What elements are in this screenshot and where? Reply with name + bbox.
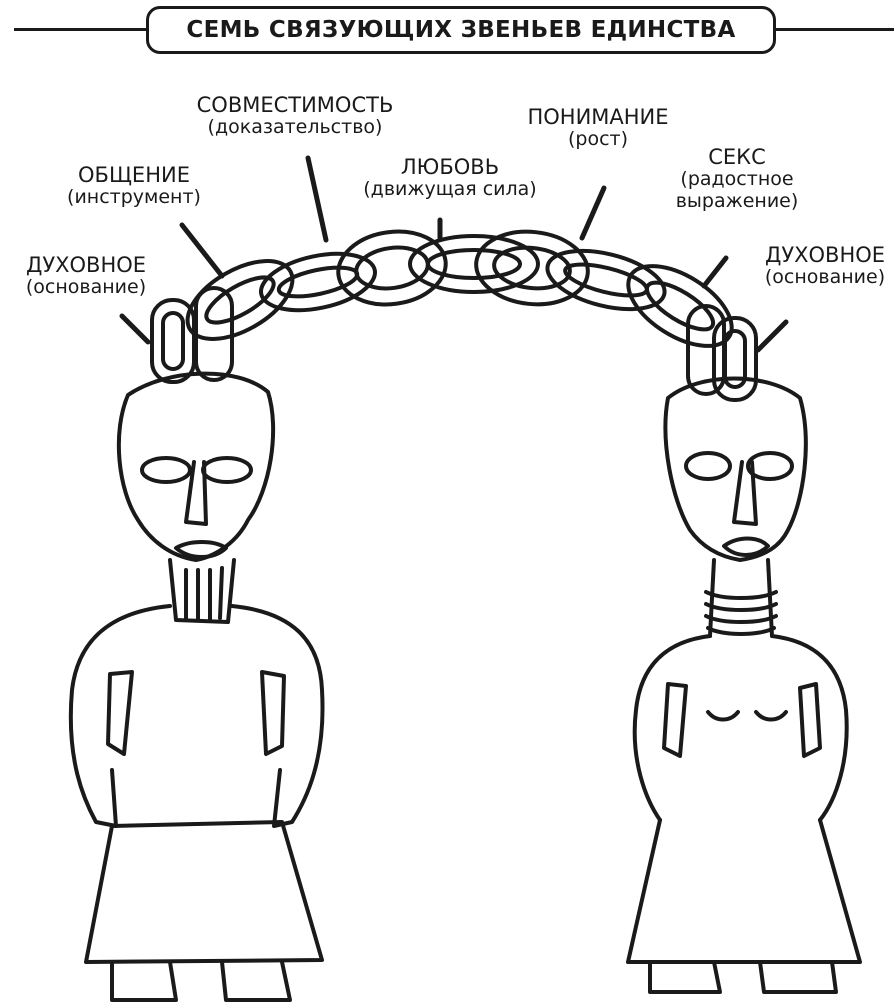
neck-ring [706,592,776,598]
neck-ring [706,604,776,610]
chain [152,225,756,400]
female-nose [734,462,756,524]
chain-link [541,240,670,319]
pointer-compatibility [308,158,326,240]
chain-link-inner [163,313,183,369]
female-mouth [724,539,768,556]
male-left-arm-gap [108,672,132,754]
pointer-communication [182,225,222,276]
male-right-eye [203,458,251,482]
chain-link-inner [428,250,520,278]
male-skirt [86,822,322,962]
male-left-eye [142,458,190,482]
female-left-eye [686,453,730,479]
male-right-arm-gap [262,672,284,754]
male-beard [170,560,234,622]
male-figure [71,374,323,1000]
female-feet [650,962,836,992]
pointer-spiritual-left [122,316,148,342]
pointer-sex [704,258,726,286]
female-left-arm-gap [664,684,686,756]
female-right-arm-gap [800,684,820,756]
female-chest [708,712,786,720]
neck-ring [706,616,776,622]
female-dress [628,820,860,962]
pointer-spiritual-right [758,322,786,350]
female-figure [628,379,860,993]
pointer-understanding [582,188,604,238]
beard-strand [220,568,222,618]
male-feet [112,962,290,1000]
neck-ring [708,628,774,634]
